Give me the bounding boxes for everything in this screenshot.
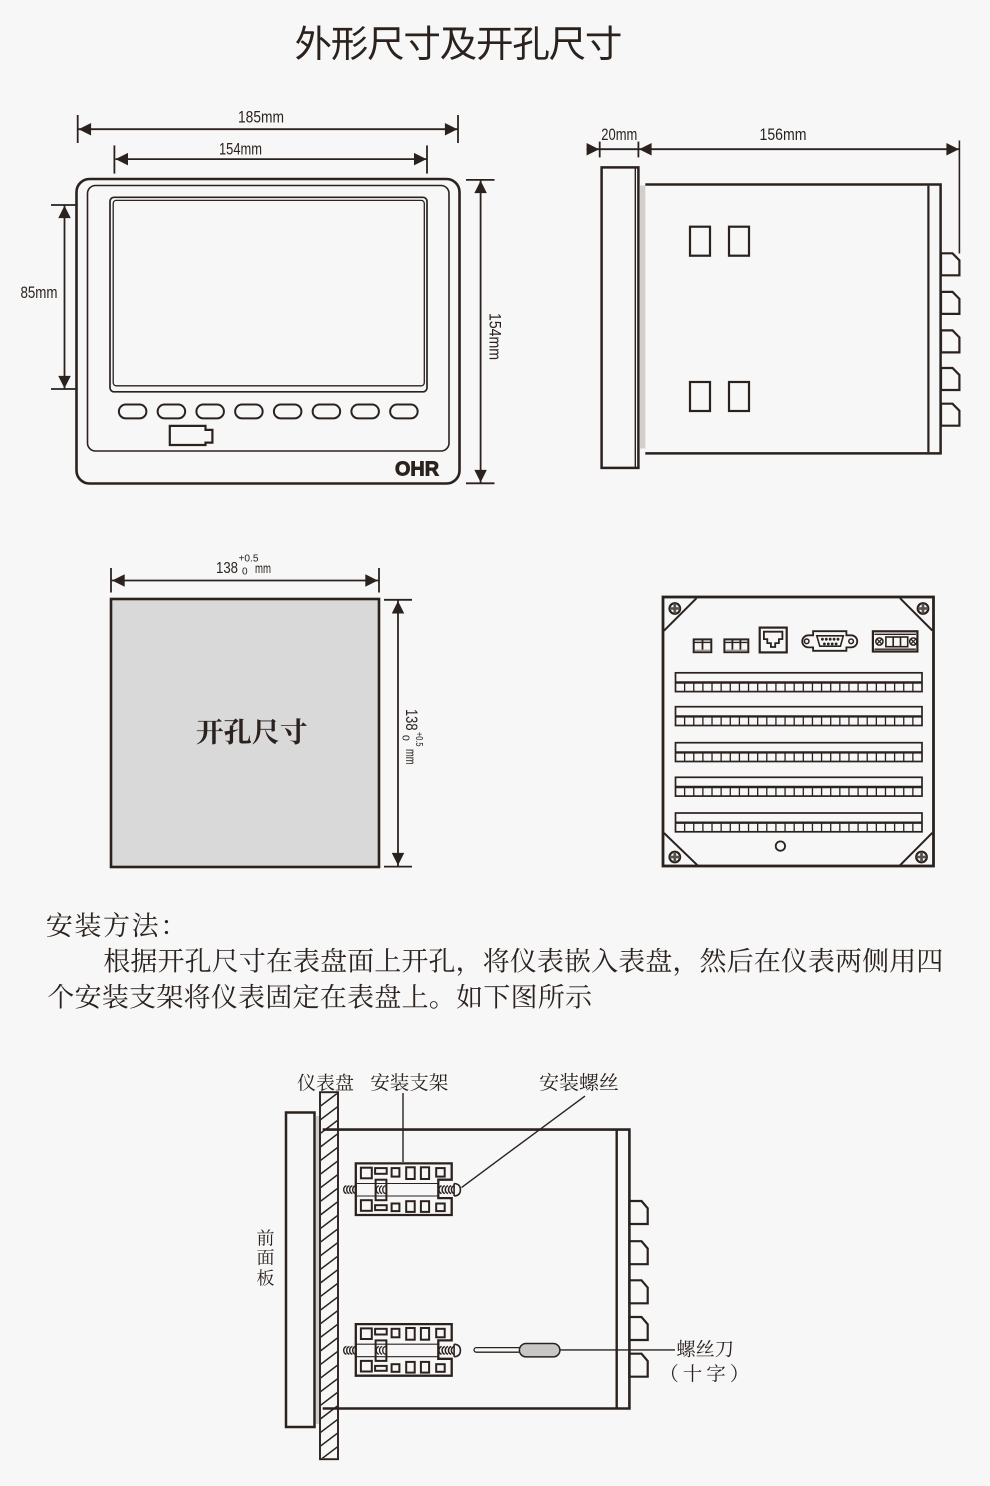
svg-text:+0.5: +0.5 (239, 554, 259, 565)
svg-text:mm: mm (255, 560, 271, 576)
svg-text:0: 0 (400, 735, 412, 741)
svg-text:85mm: 85mm (21, 284, 58, 302)
svg-text:OHR: OHR (395, 458, 439, 481)
svg-text:20mm: 20mm (601, 126, 637, 144)
svg-text:185mm: 185mm (238, 109, 284, 127)
svg-text:mm: mm (403, 749, 419, 765)
svg-text:138: 138 (216, 560, 238, 577)
svg-text:154mm: 154mm (219, 141, 262, 159)
svg-text:138: 138 (402, 709, 421, 731)
svg-text:+0.5: +0.5 (413, 732, 425, 747)
svg-text:154mm: 154mm (486, 313, 504, 360)
svg-text:0: 0 (242, 567, 248, 578)
svg-text:156mm: 156mm (760, 126, 807, 144)
